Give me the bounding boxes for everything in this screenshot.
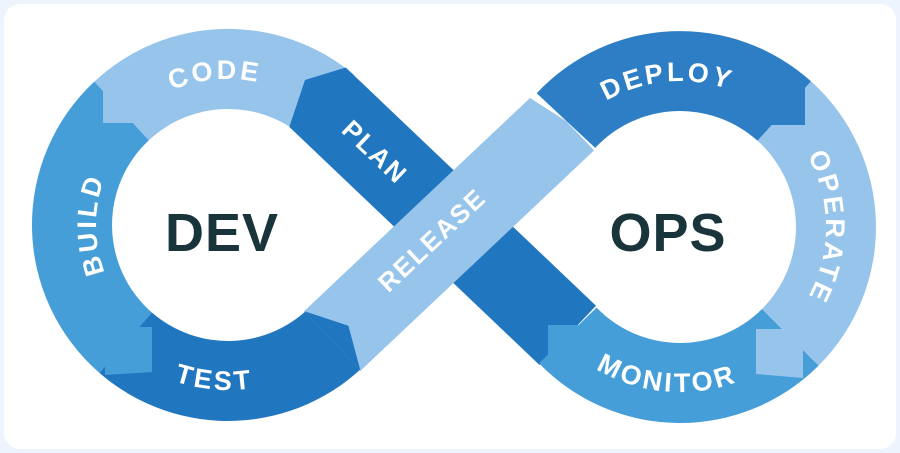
test-arrow-point [304,311,361,371]
code-arrow-corner [103,74,150,123]
deploy-arrow-corner [758,76,805,125]
ops-core-label: OPS [609,203,726,263]
release-band [304,98,595,371]
deploy-segment [536,31,812,148]
operate-arrow-corner [756,329,803,378]
build-label: BUILD [72,170,110,279]
code-segment [94,28,355,141]
test-segment [99,305,369,421]
monitor-arrow-corner [548,325,615,371]
build-arrow-corner [105,327,152,375]
build-label-text: BUILD [72,170,107,279]
dev-core-label: DEV [165,203,279,263]
operate-segment [757,81,876,366]
build-segment [31,81,152,373]
